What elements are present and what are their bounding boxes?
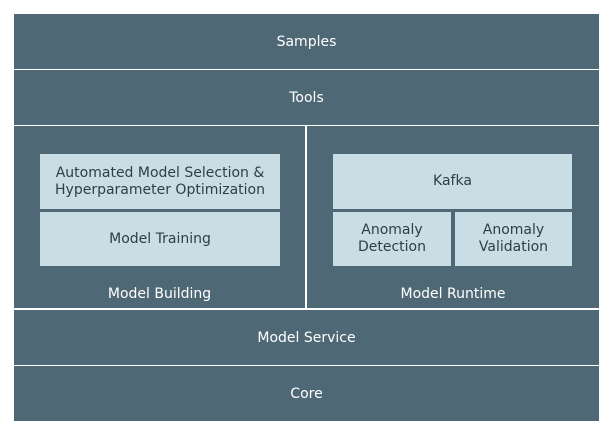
kafka-label: Kafka — [433, 173, 472, 189]
anomaly-validation-line2: Validation — [478, 239, 549, 255]
model-runtime-label: Model Runtime — [400, 286, 506, 302]
model-training-label: Model Training — [109, 230, 211, 247]
anomaly-detection-line1: Anomaly — [361, 222, 423, 238]
anomaly-validation-line1: Anomaly — [482, 222, 545, 238]
anomaly-detection-box: Anomaly Detection — [333, 212, 451, 266]
core-label: Core — [290, 385, 323, 402]
model-training-box: Model Training — [40, 212, 280, 266]
automl-label-line2: Hyperparameter Optimization — [55, 181, 265, 198]
kafka-box: Kafka — [333, 154, 572, 209]
samples-label: Samples — [276, 33, 337, 50]
model-service-label: Model Service — [257, 329, 356, 346]
automl-box: Automated Model Selection & Hyperparamet… — [40, 154, 280, 209]
tools-layer: Tools — [14, 70, 599, 125]
model-service-layer: Model Service — [14, 310, 599, 365]
anomaly-detection-line2: Detection — [357, 239, 426, 255]
samples-layer: Samples — [14, 14, 599, 69]
model-runtime-panel: Kafka Anomaly Detection Anomaly Validati… — [307, 126, 599, 308]
anomaly-validation-box: Anomaly Validation — [455, 212, 572, 266]
automl-label-line1: Automated Model Selection & — [55, 164, 265, 181]
tools-label: Tools — [289, 89, 324, 106]
model-building-label: Model Building — [107, 286, 212, 302]
core-layer: Core — [14, 366, 599, 421]
model-building-panel: Automated Model Selection & Hyperparamet… — [14, 126, 305, 308]
